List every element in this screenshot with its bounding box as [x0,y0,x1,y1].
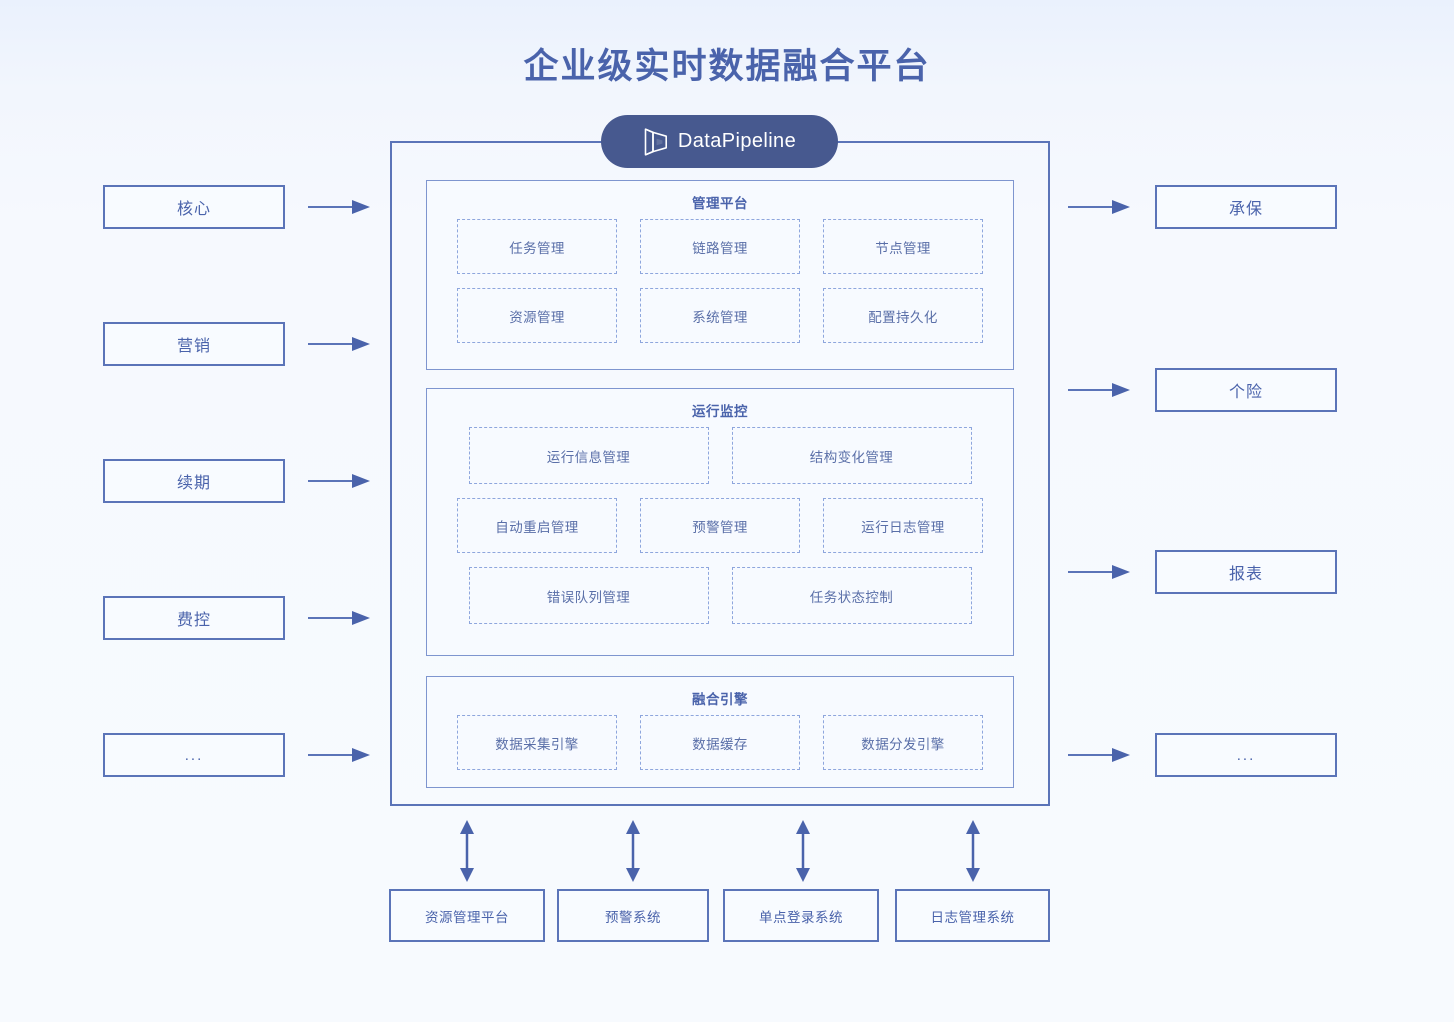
module-cell[interactable]: 配置持久化 [823,288,983,343]
section-row: 运行信息管理 结构变化管理 [427,427,1013,484]
logo-text: DataPipeline [677,130,797,152]
arrow-right-icon [308,337,370,351]
section-fusion-engine: 融合引擎 数据采集引擎 数据缓存 数据分发引擎 [426,676,1014,788]
module-cell[interactable]: 节点管理 [823,219,983,274]
module-cell[interactable]: 结构变化管理 [731,427,972,484]
module-cell[interactable]: 任务状态控制 [731,567,972,624]
bottom-box-log-system[interactable]: 日志管理系统 [895,889,1050,942]
datapipeline-logo-badge: DataPipeline [601,115,838,168]
input-box-expense[interactable]: 费控 [103,596,285,640]
arrow-right-icon [308,748,370,762]
output-box-more[interactable]: ... [1155,733,1337,777]
arrow-updown-icon [796,820,810,882]
input-box-marketing[interactable]: 营销 [103,322,285,366]
input-box-core[interactable]: 核心 [103,185,285,229]
section-row: 数据采集引擎 数据缓存 数据分发引擎 [427,715,1013,770]
section-row: 资源管理 系统管理 配置持久化 [427,288,1013,343]
output-box-personal-insurance[interactable]: 个险 [1155,368,1337,412]
arrow-right-icon [1068,383,1130,397]
input-box-more[interactable]: ... [103,733,285,777]
module-cell[interactable]: 数据缓存 [640,715,800,770]
module-cell[interactable]: 预警管理 [640,498,800,553]
arrow-right-icon [1068,565,1130,579]
module-cell[interactable]: 运行日志管理 [823,498,983,553]
bottom-box-alert-system[interactable]: 预警系统 [557,889,709,942]
module-cell[interactable]: 资源管理 [457,288,617,343]
arrow-right-icon [308,474,370,488]
module-cell[interactable]: 系统管理 [640,288,800,343]
datapipeline-3d-d-icon [644,127,667,156]
section-row: 错误队列管理 任务状态控制 [427,567,1013,624]
bottom-box-sso-system[interactable]: 单点登录系统 [723,889,879,942]
module-cell[interactable]: 运行信息管理 [468,427,709,484]
arrow-right-icon [1068,748,1130,762]
section-title: 运行监控 [692,404,748,419]
arrow-right-icon [308,611,370,625]
output-box-underwriting[interactable]: 承保 [1155,185,1337,229]
module-cell[interactable]: 自动重启管理 [457,498,617,553]
arrow-right-icon [308,200,370,214]
section-row: 自动重启管理 预警管理 运行日志管理 [427,498,1013,553]
module-cell[interactable]: 数据分发引擎 [823,715,983,770]
section-management-platform: 管理平台 任务管理 链路管理 节点管理 资源管理 系统管理 配置持久化 [426,180,1014,370]
section-row: 任务管理 链路管理 节点管理 [427,219,1013,274]
section-runtime-monitoring: 运行监控 运行信息管理 结构变化管理 自动重启管理 预警管理 运行日志管理 错误… [426,388,1014,656]
section-title: 管理平台 [692,196,748,211]
input-box-renewal[interactable]: 续期 [103,459,285,503]
module-cell[interactable]: 错误队列管理 [468,567,709,624]
section-title: 融合引擎 [692,692,748,707]
bottom-box-resource-platform[interactable]: 资源管理平台 [389,889,545,942]
module-cell[interactable]: 任务管理 [457,219,617,274]
module-cell[interactable]: 链路管理 [640,219,800,274]
arrow-right-icon [1068,200,1130,214]
arrow-updown-icon [966,820,980,882]
page-title: 企业级实时数据融合平台 [523,47,931,86]
arrow-updown-icon [460,820,474,882]
output-box-report[interactable]: 报表 [1155,550,1337,594]
arrow-updown-icon [626,820,640,882]
module-cell[interactable]: 数据采集引擎 [457,715,617,770]
